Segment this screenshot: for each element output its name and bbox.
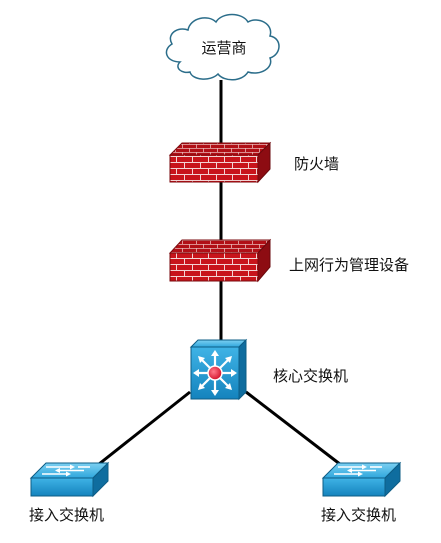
switch-icon <box>29 461 110 498</box>
firewall-label: 防火墙 <box>294 155 339 173</box>
access-switch-left-label: 接入交换机 <box>29 506 104 524</box>
core-switch-label: 核心交换机 <box>273 367 348 385</box>
behavior-mgmt-node[interactable]: 上网行为管理设备 <box>168 238 409 283</box>
behavior-mgmt-label: 上网行为管理设备 <box>289 256 409 274</box>
isp-node[interactable]: 运营商 <box>165 13 280 81</box>
access-switch-right-label: 接入交换机 <box>321 506 396 524</box>
firewall-icon <box>168 238 272 283</box>
link-core-access-left <box>93 390 191 470</box>
switch-icon <box>321 461 402 498</box>
core-switch-node[interactable]: 核心交换机 <box>189 338 348 401</box>
firewall-icon <box>168 141 272 184</box>
isp-label: 运营商 <box>201 39 246 57</box>
cloud-icon <box>165 13 280 81</box>
link-core-access-right <box>245 390 346 470</box>
access-switch-left-node[interactable]: 接入交换机 <box>29 461 110 524</box>
links <box>93 80 346 470</box>
firewall-node[interactable]: 防火墙 <box>168 141 339 184</box>
layer3-switch-icon <box>189 338 248 401</box>
access-switch-right-node[interactable]: 接入交换机 <box>321 461 402 524</box>
